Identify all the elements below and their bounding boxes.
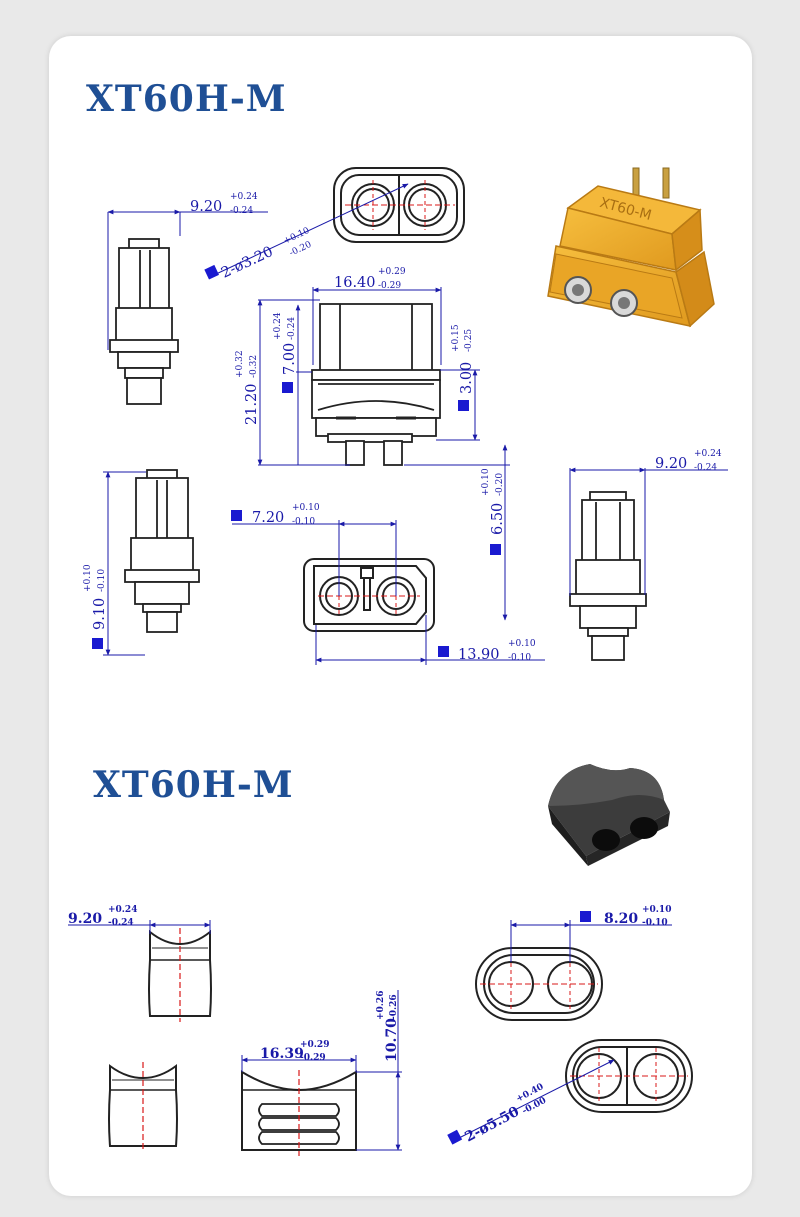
overall-height-value: 21.20	[244, 383, 260, 425]
upper-height-plus: +0.24	[273, 312, 283, 340]
cap-length-value: 16.39	[260, 1046, 304, 1062]
overall-height-plus: +0.32	[235, 350, 245, 378]
hole-dia-value: 2-ø3.20	[219, 244, 276, 282]
width-top-plus: +0.24	[230, 192, 258, 202]
front-view-socket	[311, 303, 441, 466]
pin-length-dimension: 6.50 +0.10 -0.20	[404, 444, 510, 621]
cap-width-dimension: 9.20 +0.24 -0.24	[68, 905, 211, 934]
hole-pitch-dimension: 8.20 +0.10 -0.10	[510, 905, 672, 962]
cap-height-dimension: 10.70 +0.26 -0.26	[356, 990, 402, 1151]
cap-hole-dia-value: 2-ø5.50	[462, 1104, 522, 1146]
base-width-minus: -0.10	[508, 653, 531, 663]
pin-pitch-value: 7.20	[252, 510, 284, 526]
body-width-minus: -0.29	[378, 281, 401, 291]
pin-pitch-plus: +0.10	[292, 503, 320, 513]
pin-pitch-dimension: 7.20 +0.10 -0.10	[231, 503, 397, 596]
body-width-plus: +0.29	[378, 267, 406, 277]
cap-front-view	[241, 1070, 357, 1156]
base-width-value: 13.90	[458, 647, 500, 663]
cap-width-minus: -0.24	[108, 918, 134, 928]
cap-length-plus: +0.29	[300, 1040, 329, 1050]
hole-pitch-minus: -0.10	[642, 918, 668, 928]
flange-height-plus: +0.15	[451, 324, 461, 352]
flange-height-value: 3.00	[459, 362, 475, 394]
side-view-left-top	[109, 238, 179, 405]
width-right-value: 9.20	[655, 456, 687, 472]
pin-length-plus: +0.10	[481, 468, 491, 496]
cap-length-dimension: 16.39 +0.29 -0.29	[241, 1040, 357, 1072]
top-view-socket	[333, 167, 465, 243]
side-view-right	[569, 491, 647, 661]
width-right-plus: +0.24	[694, 449, 722, 459]
side-height-plus: +0.10	[83, 564, 93, 592]
width-top-minus: -0.24	[230, 206, 253, 216]
overall-height-minus: -0.32	[249, 355, 259, 378]
width-top-value: 9.20	[190, 199, 222, 215]
cap-photo	[548, 764, 670, 866]
cap-height-plus: +0.26	[376, 991, 386, 1020]
body-width-dimension: 16.40 +0.29 -0.29	[312, 267, 442, 365]
side-view-left-bottom	[124, 469, 200, 633]
body-width-value: 16.40	[334, 275, 376, 291]
cap-height-minus: -0.26	[389, 994, 399, 1020]
width-right-dimension: 9.20 +0.24 -0.24	[569, 449, 728, 596]
width-top-dimension: 9.20 +0.24 -0.24	[107, 192, 268, 350]
cap-width-plus: +0.24	[108, 905, 137, 915]
flange-height-dimension: 3.00 +0.15 -0.25	[436, 324, 480, 441]
flange-height-minus: -0.25	[464, 329, 474, 352]
pin-length-minus: -0.20	[495, 473, 505, 496]
cap-top-view-lower	[565, 1039, 693, 1113]
cap-width-value: 9.20	[68, 911, 102, 927]
overall-height-dimension: 21.20 +0.32 -0.32	[235, 299, 350, 466]
cap-top-view-upper	[475, 947, 603, 1021]
cap-side-view-upper	[148, 928, 212, 1022]
section-1-title: XT60H-M	[86, 78, 287, 120]
hole-pitch-plus: +0.10	[642, 905, 671, 915]
side-height-value: 9.10	[92, 598, 108, 630]
cap-length-minus: -0.29	[300, 1053, 326, 1063]
upper-height-dimension: 7.00 +0.24 -0.24	[273, 304, 312, 465]
upper-height-minus: -0.24	[287, 317, 297, 340]
upper-height-value: 7.00	[282, 343, 298, 375]
cap-height-value: 10.70	[384, 1018, 400, 1062]
connector-photo: XT60-M	[547, 167, 715, 328]
bottom-view-socket	[303, 558, 435, 632]
width-right-minus: -0.24	[694, 463, 717, 473]
base-width-dimension: 13.90 +0.10 -0.10	[315, 615, 545, 665]
side-height-dimension: 9.10 +0.10 -0.10	[83, 471, 146, 656]
pin-pitch-minus: -0.10	[292, 517, 315, 527]
side-height-minus: -0.10	[97, 569, 107, 592]
pin-length-value: 6.50	[490, 503, 506, 535]
hole-pitch-value: 8.20	[604, 911, 638, 927]
section-2-title: XT60H-M	[93, 764, 294, 806]
base-width-plus: +0.10	[508, 639, 536, 649]
cap-side-view-lower	[108, 1062, 178, 1152]
